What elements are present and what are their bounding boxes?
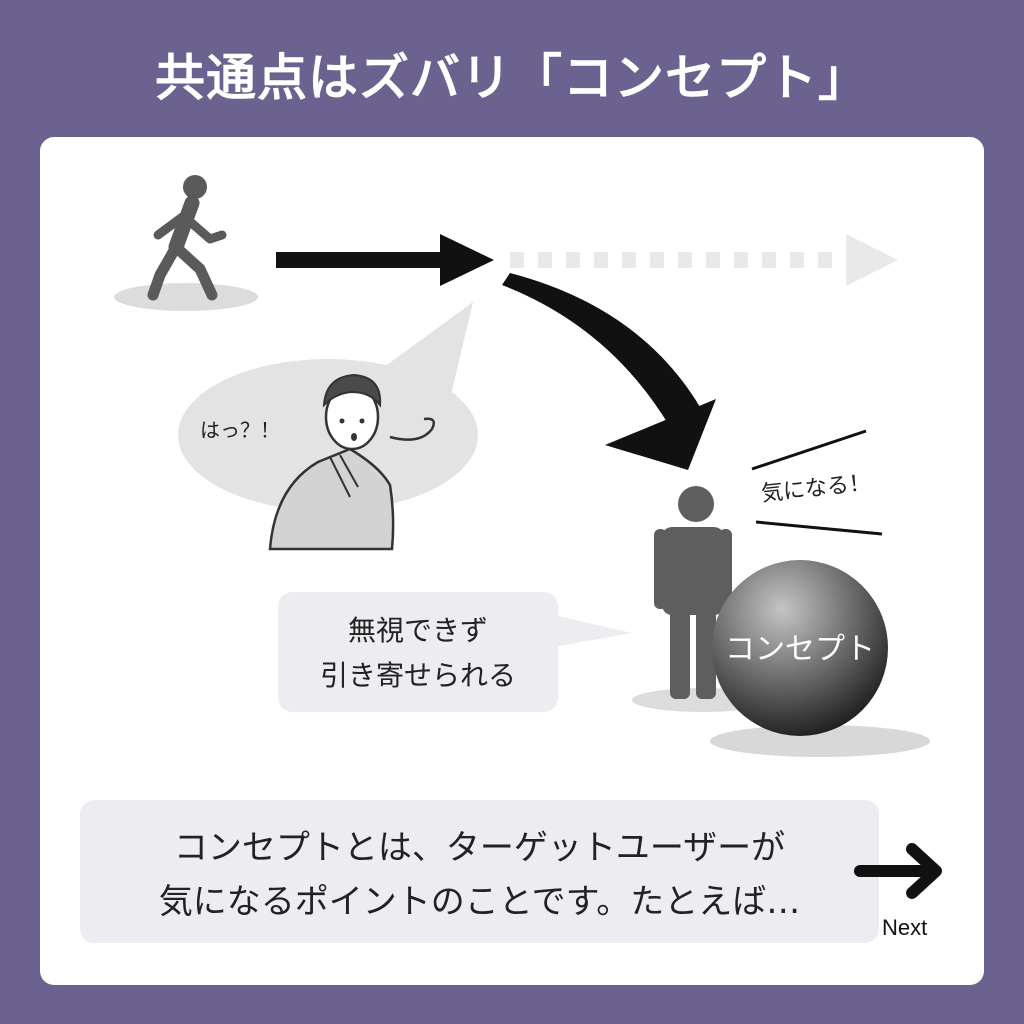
- page-title: 共通点はズバリ「コンセプト」: [155, 49, 869, 107]
- dashed-arrow-icon: [510, 234, 898, 286]
- emphasis-lines: [751, 429, 883, 536]
- concept-illustration: はっ？！ 気になる！ コンセプト 無視できず 引き寄せられる: [114, 175, 930, 757]
- straight-arrow-icon: [276, 234, 494, 286]
- thought-bubble: [178, 302, 478, 511]
- caption-box: コンセプトとは、ターゲットユーザーが 気になるポイントのことです。たとえば…: [80, 800, 879, 943]
- concept-ball: [712, 560, 888, 736]
- ball-label: コンセプト: [725, 632, 875, 667]
- ignore-text-line2: 引き寄せられる: [320, 659, 516, 692]
- surprised-man-icon: [268, 373, 435, 551]
- curved-arrow-icon: [502, 273, 716, 470]
- ignore-text-line1: 無視できず: [348, 614, 488, 647]
- standing-person-icon: [632, 486, 772, 712]
- content-card: はっ？！ 気になる！ コンセプト 無視できず 引き寄せられる コ: [40, 137, 984, 985]
- caption-line-2: 気になるポイントのことです。たとえば…: [158, 882, 801, 922]
- walking-person-icon: [114, 175, 258, 311]
- ki-ni-naru-text: 気になる！: [760, 471, 872, 507]
- ball-shadow: [710, 725, 930, 757]
- next-label[interactable]: Next: [882, 915, 928, 940]
- next-arrow-icon[interactable]: [852, 835, 948, 907]
- surprise-text: はっ？！: [200, 418, 280, 442]
- caption-line-1: コンセプトとは、ターゲットユーザーが: [173, 828, 786, 868]
- ignore-bubble: [278, 592, 632, 712]
